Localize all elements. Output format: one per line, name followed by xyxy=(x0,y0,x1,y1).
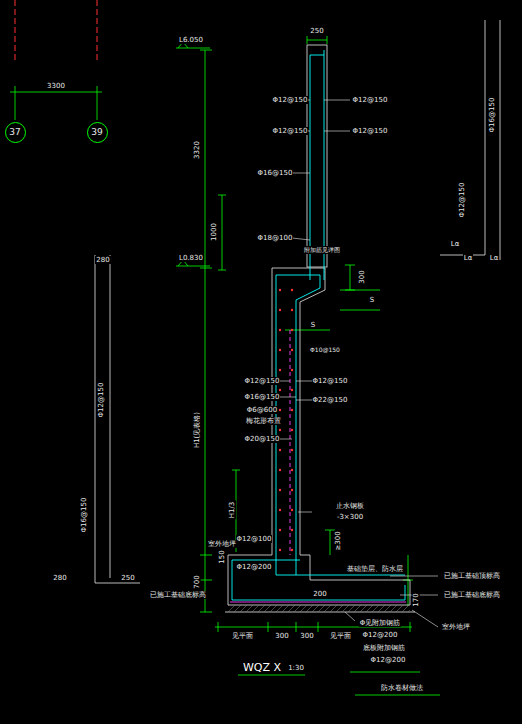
rebar-dot xyxy=(291,549,293,551)
annotation-text: L0.830 xyxy=(178,254,204,262)
annotation-text: Φ12@150 xyxy=(352,127,389,135)
annotation-text: 室外地坪 xyxy=(207,540,237,548)
annotation-text: Φ12@200 xyxy=(370,656,407,664)
annotation-text: 室外地坪 xyxy=(441,623,471,631)
rebar-dot xyxy=(291,289,293,291)
annotation-text: Φ20@150 xyxy=(244,435,281,443)
annotation-text: Φ12@150 xyxy=(312,377,349,385)
annotation-text: Φ18@100 xyxy=(257,234,294,242)
annotation-text: Φ见附加钢筋 xyxy=(359,619,402,627)
annotation-text: Φ16@150 xyxy=(244,393,281,401)
annotation-text: 280 xyxy=(95,256,110,264)
annotation-text: Lα xyxy=(463,254,474,262)
rebar-dot xyxy=(279,329,281,331)
annotation-text: Φ12@200 xyxy=(362,631,399,639)
rebar-dot xyxy=(279,309,281,311)
annotation-text: Φ12@150 xyxy=(352,96,389,104)
annotation-text: 3300 xyxy=(46,82,66,90)
rebar-dot xyxy=(291,449,293,451)
annotation-text: 梅花形布置 xyxy=(245,417,282,425)
annotation-text: S xyxy=(369,296,375,304)
rebar-dot xyxy=(279,369,281,371)
rebar-dot xyxy=(291,529,293,531)
drawing-title: WQZ X xyxy=(242,661,282,674)
annotation-text: Φ10@150 xyxy=(309,346,341,354)
annotation-text: 3320 xyxy=(193,140,201,160)
annotation-text: Φ22@150 xyxy=(312,396,349,404)
annotation-text: 防水卷材做法 xyxy=(380,684,424,692)
annotation-text: H1(见表格) xyxy=(193,411,201,449)
rebar-dot xyxy=(291,329,293,331)
annotation-text: Φ12@200 xyxy=(236,563,273,571)
axis-bubble: 39 xyxy=(87,122,108,143)
rebar-dot xyxy=(291,509,293,511)
annotation-text: 1000 xyxy=(210,222,218,242)
annotation-text: Φ12@150 xyxy=(244,377,281,385)
axis-number: 37 xyxy=(9,127,20,137)
rebar-dot xyxy=(291,389,293,391)
annotation-text: Φ16@150 xyxy=(488,97,496,134)
annotation-text: 700 xyxy=(193,574,201,589)
rebar-dot xyxy=(291,409,293,411)
rebar-dot xyxy=(279,289,281,291)
annotation-text: Φ6@600 xyxy=(246,406,278,414)
annotation-text: Φ12@100 xyxy=(236,535,273,543)
annotation-text: Φ12@150 xyxy=(458,182,466,219)
annotation-text: -3×300 xyxy=(336,513,364,521)
annotation-text: 见平面 xyxy=(231,632,254,640)
rebar-dot xyxy=(291,469,293,471)
rebar-dot xyxy=(291,369,293,371)
rebar-dot xyxy=(279,389,281,391)
annotation-text: Φ12@150 xyxy=(97,382,105,419)
annotation-text: 基础垫层、防水层 xyxy=(346,565,404,573)
rebar-dot xyxy=(291,309,293,311)
annotation-text: 附加筋见详图 xyxy=(303,246,341,254)
annotation-text: S xyxy=(310,321,316,329)
annotation-text: 1:30 xyxy=(287,664,305,672)
axis-bubble: 37 xyxy=(5,122,26,143)
rebar-dot xyxy=(279,349,281,351)
annotation-text: L6.050 xyxy=(178,36,204,44)
rebar-dot xyxy=(279,449,281,451)
rebar-dot xyxy=(291,349,293,351)
annotation-text: Lα xyxy=(489,254,500,262)
annotation-text: 170 xyxy=(412,592,420,607)
annotation-text: 底板附加钢筋 xyxy=(362,644,406,652)
rebar-dot xyxy=(279,409,281,411)
annotation-text: 已施工基础顶标高 xyxy=(443,572,501,580)
rebar-dot xyxy=(291,429,293,431)
annotation-text: Φ16@150 xyxy=(80,497,88,534)
annotation-text: Φ12@150 xyxy=(272,127,309,135)
rebar-dot xyxy=(279,549,281,551)
axis-number: 39 xyxy=(91,127,102,137)
rebar-dot xyxy=(279,529,281,531)
rebar-dot xyxy=(279,489,281,491)
annotation-text: H1/3 xyxy=(228,501,236,520)
rebar-dot xyxy=(279,429,281,431)
annotation-text: ≥300 xyxy=(334,530,342,551)
annotation-text: 止水钢板 xyxy=(335,502,365,510)
annotation-text: 250 xyxy=(309,27,324,35)
annotation-text: Φ16@150 xyxy=(257,169,294,177)
annotation-text: 150 xyxy=(218,549,226,564)
annotation-text: Φ12@150 xyxy=(272,96,309,104)
annotation-text: 见平面 xyxy=(329,632,352,640)
annotation-text: 300 xyxy=(274,632,289,640)
annotation-text: 300 xyxy=(299,632,314,640)
rebar-dot xyxy=(279,509,281,511)
annotation-text: Lα xyxy=(450,240,461,248)
annotation-text: 300 xyxy=(358,269,366,284)
annotation-text: 280 xyxy=(52,574,67,582)
rebar-dot xyxy=(279,469,281,471)
annotation-text: 已施工基础底标高 xyxy=(149,591,207,599)
annotation-text: 200 xyxy=(312,590,327,598)
annotation-text: 已施工基础底标高 xyxy=(443,591,501,599)
rebar-dot xyxy=(291,489,293,491)
annotation-text: 250 xyxy=(120,574,135,582)
